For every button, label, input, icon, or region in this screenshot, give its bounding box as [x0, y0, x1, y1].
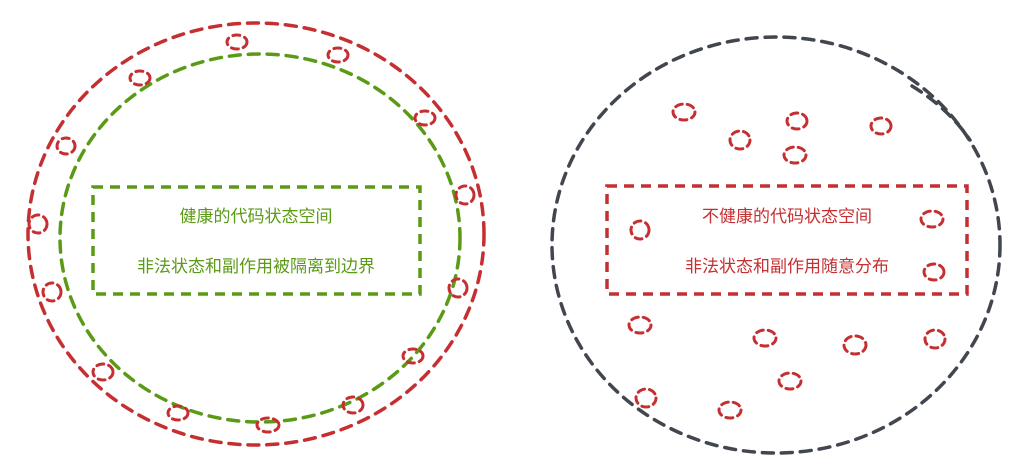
scattered-state-mark	[634, 387, 658, 409]
boundary-state-mark	[91, 362, 115, 382]
healthy-label-box	[91, 185, 422, 296]
boundary-state-mark	[128, 69, 152, 87]
boundary-state-mark	[326, 46, 350, 64]
unhealthy-title: 不健康的代码状态空间	[702, 207, 872, 227]
scattered-state-mark	[923, 328, 947, 350]
boundary-state-mark	[413, 109, 437, 127]
outer-red-boundary	[26, 21, 486, 447]
unhealthy-label-box	[605, 184, 969, 296]
scattered-state-marks	[627, 102, 947, 420]
boundary-state-mark	[401, 347, 425, 365]
boundary-state-mark	[225, 33, 249, 51]
boundary-state-marks	[27, 33, 476, 434]
scattered-state-mark	[717, 400, 743, 420]
boundary-state-mark	[454, 184, 476, 206]
unhealthy-description: 非法状态和副作用随意分布	[685, 257, 889, 277]
unhealthy-state-space: 不健康的代码状态空间 非法状态和副作用随意分布	[550, 35, 1002, 455]
scattered-state-mark	[842, 334, 868, 356]
healthy-title: 健康的代码状态空间	[180, 207, 333, 227]
dark-boundary-overlap	[910, 84, 972, 142]
boundary-state-mark	[55, 136, 77, 156]
boundary-state-mark	[447, 277, 469, 299]
healthy-description: 非法状态和副作用被隔离到边界	[137, 257, 375, 277]
scattered-state-mark	[777, 371, 803, 391]
boundary-state-mark	[41, 281, 63, 303]
scattered-state-mark	[671, 102, 697, 122]
boundary-state-mark	[341, 395, 365, 415]
scattered-state-mark	[782, 145, 808, 165]
scattered-state-mark	[728, 129, 752, 151]
inner-green-boundary	[58, 52, 462, 424]
scattered-state-mark	[629, 219, 651, 241]
healthy-state-space: 健康的代码状态空间 非法状态和副作用被隔离到边界	[26, 21, 486, 447]
dark-boundary	[550, 35, 1002, 455]
scattered-state-mark	[919, 209, 945, 229]
boundary-state-mark	[166, 404, 190, 422]
scattered-state-mark	[785, 111, 809, 131]
scattered-state-mark	[627, 315, 653, 335]
boundary-state-mark	[27, 213, 49, 235]
scattered-state-mark	[922, 262, 946, 282]
scattered-state-mark	[752, 328, 778, 348]
scattered-state-mark	[869, 116, 893, 136]
boundary-state-mark	[255, 416, 281, 434]
